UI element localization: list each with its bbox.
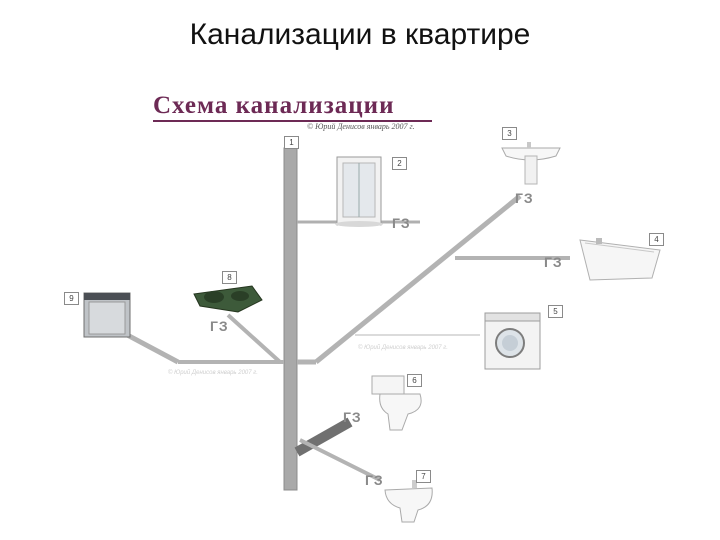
fixture-number-4: 4: [649, 233, 664, 246]
slide-title: Канализации в квартире: [189, 18, 531, 51]
title-underline: [153, 120, 432, 122]
gz-label-bath: ГЗ: [544, 254, 563, 270]
basin-icon: [501, 142, 561, 185]
gz-label-sink: ГЗ: [210, 318, 229, 334]
fixture-number-2: 2: [392, 157, 407, 170]
gz-label-bidet: ГЗ: [365, 472, 384, 488]
gz-label-toilet: ГЗ: [343, 409, 362, 425]
gz-label-shower: ГЗ: [392, 215, 411, 231]
gz-label-basin: ГЗ: [515, 190, 534, 206]
dishwasher-icon: [83, 292, 131, 338]
watermark-right: © Юрий Денисов январь 2007 г.: [358, 345, 448, 351]
toilet-icon: [371, 375, 422, 431]
fixture-number-8: 8: [222, 271, 237, 284]
pipe-sink: [226, 313, 282, 364]
kitchen-sink-icon: [193, 285, 263, 313]
washing-machine-icon: [484, 312, 541, 370]
diagram-title: Схема канализации: [153, 92, 395, 119]
shower-cabin-icon: [335, 156, 383, 227]
fixture-number-5: 5: [548, 305, 563, 318]
fixture-number-6: 6: [407, 374, 422, 387]
main-stack-pipe: [283, 147, 298, 491]
bidet-icon: [384, 480, 433, 523]
diagram-credit: © Юрий Денисов январь 2007 г.: [307, 122, 415, 131]
fixture-number-3: 3: [502, 127, 517, 140]
fixture-number-1: 1: [284, 136, 299, 149]
watermark-left: © Юрий Денисов январь 2007 г.: [168, 370, 258, 376]
bathtub-icon: [579, 238, 661, 281]
fixture-number-7: 7: [416, 470, 431, 483]
pipe-basin: [314, 194, 522, 364]
pipe-bidet: [299, 438, 381, 482]
fixture-number-9: 9: [64, 292, 79, 305]
pipe-toilet: [294, 417, 353, 457]
